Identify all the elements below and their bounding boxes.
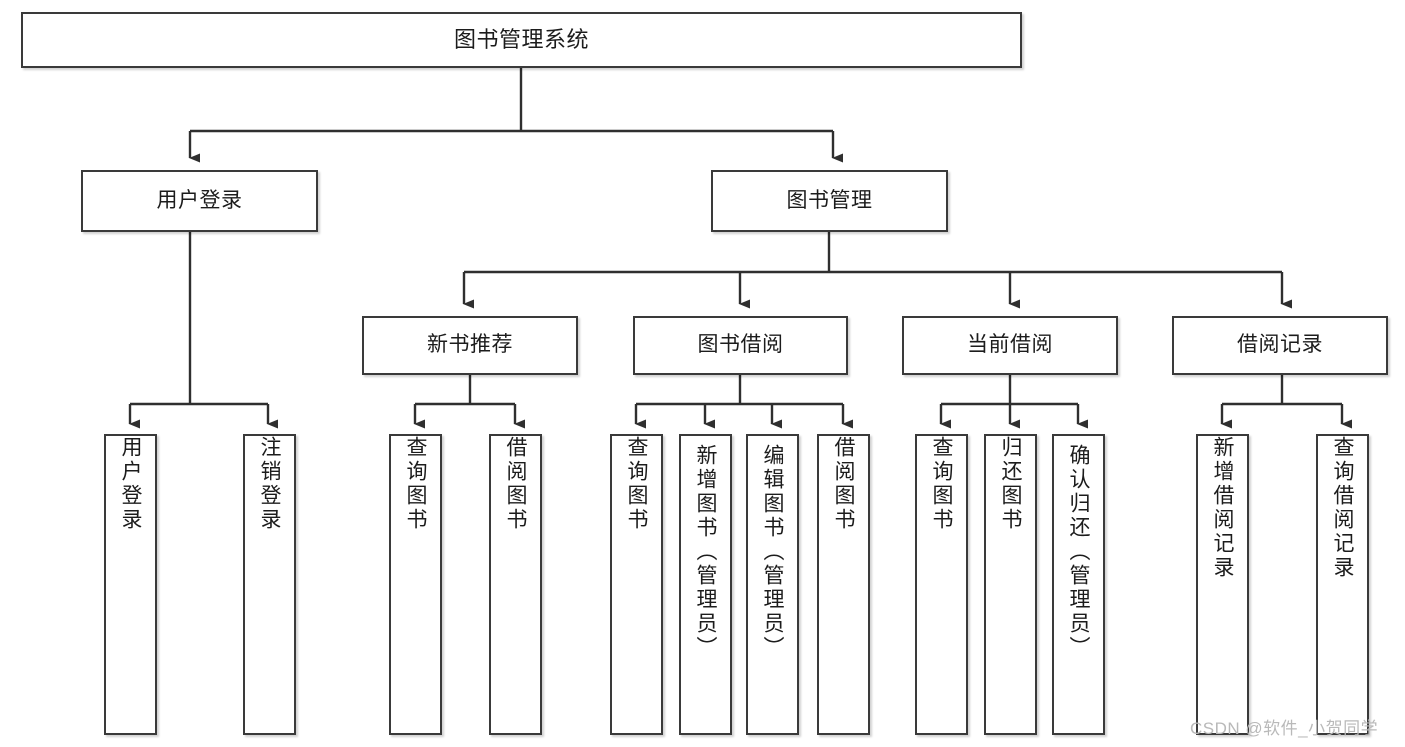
- leaf-query-book-1-label: 查询图书: [404, 436, 427, 532]
- node-root[interactable]: 图书管理系统: [21, 12, 1022, 68]
- leaf-borrow-book-1[interactable]: 借阅图书: [489, 434, 542, 735]
- leaf-query-book-3-label: 查询图书: [930, 436, 953, 532]
- node-borrow-record-label: 借阅记录: [1237, 333, 1323, 357]
- node-borrow-record[interactable]: 借阅记录: [1172, 316, 1388, 375]
- node-new-book-recommend-label: 新书推荐: [427, 333, 513, 357]
- leaf-user-login[interactable]: 用户登录: [104, 434, 157, 735]
- leaf-edit-book-admin-label: 编辑图书（管理员）: [761, 444, 784, 660]
- node-book-borrow-label: 图书借阅: [697, 333, 784, 357]
- node-book-management-label: 图书管理: [786, 188, 873, 212]
- leaf-return-book[interactable]: 归还图书: [984, 434, 1037, 735]
- leaf-confirm-return-admin-label: 确认归还（管理员）: [1067, 444, 1090, 660]
- leaf-borrow-book-2[interactable]: 借阅图书: [817, 434, 870, 735]
- leaf-add-book-admin-label: 新增图书（管理员）: [694, 444, 717, 660]
- leaf-edit-book-admin[interactable]: 编辑图书（管理员）: [746, 434, 799, 735]
- leaf-return-book-label: 归还图书: [999, 436, 1022, 532]
- node-user-login-label: 用户登录: [156, 188, 243, 212]
- leaf-logout[interactable]: 注销登录: [243, 434, 296, 735]
- leaf-add-record-label: 新增借阅记录: [1211, 436, 1234, 580]
- node-current-borrow[interactable]: 当前借阅: [902, 316, 1118, 375]
- leaf-borrow-book-1-label: 借阅图书: [504, 436, 527, 532]
- leaf-borrow-book-2-label: 借阅图书: [832, 436, 855, 532]
- leaf-query-record-label: 查询借阅记录: [1331, 436, 1354, 580]
- node-user-login[interactable]: 用户登录: [81, 170, 318, 232]
- leaf-logout-label: 注销登录: [258, 436, 281, 532]
- csdn-watermark: CSDN @软件_小贺同学: [1190, 719, 1379, 738]
- node-current-borrow-label: 当前借阅: [967, 333, 1053, 357]
- leaf-query-record[interactable]: 查询借阅记录: [1316, 434, 1369, 735]
- leaf-query-book-1[interactable]: 查询图书: [389, 434, 442, 735]
- node-book-management[interactable]: 图书管理: [711, 170, 948, 232]
- node-new-book-recommend[interactable]: 新书推荐: [362, 316, 578, 375]
- leaf-query-book-2[interactable]: 查询图书: [610, 434, 663, 735]
- leaf-query-book-3[interactable]: 查询图书: [915, 434, 968, 735]
- leaf-query-book-2-label: 查询图书: [625, 436, 648, 532]
- leaf-confirm-return-admin[interactable]: 确认归还（管理员）: [1052, 434, 1105, 735]
- node-book-borrow[interactable]: 图书借阅: [633, 316, 848, 375]
- leaf-user-login-label: 用户登录: [119, 436, 142, 532]
- node-root-label: 图书管理系统: [453, 27, 589, 53]
- leaf-add-record[interactable]: 新增借阅记录: [1196, 434, 1249, 735]
- leaf-add-book-admin[interactable]: 新增图书（管理员）: [679, 434, 732, 735]
